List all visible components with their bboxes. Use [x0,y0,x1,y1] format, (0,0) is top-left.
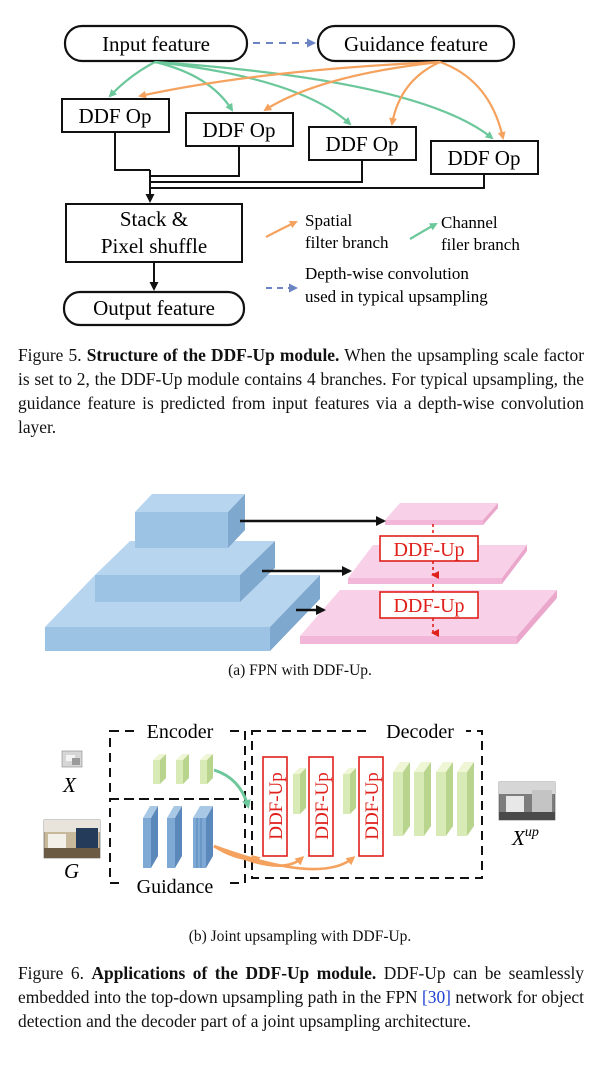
decoder-region [251,730,483,879]
figure-6-label: Figure 6. [18,963,84,983]
output-feature-box [62,290,246,327]
ddf-op-label-1: DDF Op [79,104,152,128]
legend-channel-arrow [409,223,438,240]
figure-6-title: Applications of the DDF-Up module. [91,963,377,983]
legend-spatial-line1: Spatial [305,211,352,230]
guidance-rgb-image-g [43,819,101,859]
figure-5-caption: Figure 5. Structure of the DDF-Up module… [18,343,584,439]
label-g: G [64,859,79,883]
ddf-op-label-2: DDF Op [203,118,276,142]
stack-label-line2: Pixel shuffle [101,234,207,258]
input-feature-label: Input feature [102,32,210,56]
fpn-ddf-up-box-1 [379,535,479,562]
ddf-op-label-4: DDF Op [448,146,521,170]
joint-ddf-up-label-1: DDF-Up [266,772,287,840]
joint-ddf-up-label-3: DDF-Up [362,772,383,840]
guidance-feature-label: Guidance feature [344,32,488,56]
figure-6-caption: Figure 6. Applications of the DDF-Up mod… [18,961,584,1033]
ddf-op-box-4 [430,140,539,175]
encoder-label: Encoder [147,721,214,743]
figure-6-body-2: network for object detection and the dec… [18,987,584,1031]
stack-label-line1: Stack & [120,207,188,231]
guidance-to-ddf-arrow-3 [213,844,356,871]
guidance-feature-blocks [143,806,213,868]
joint-ddf-up-box-2 [308,756,334,857]
legend-depthwise-line2: used in typical upsampling [305,287,488,306]
legend-spatial-arrow [265,220,298,238]
guidance-label: Guidance [137,876,214,898]
fpn-ddf-up-label-2: DDF-Up [393,595,464,617]
output-feature-label: Output feature [93,296,215,320]
decoder-feature-blocks [293,762,474,836]
citation-link-30[interactable]: [30] [421,987,451,1007]
decoder-ddf-up-blocks: DDF-Up DDF-Up DDF-Up [262,756,384,857]
fpn-backbone-pyramid [45,494,320,651]
ddf-op-box-1 [61,98,170,133]
figure-6-body-1: DDF-Up can be seamlessly embedded into t… [18,963,584,1007]
joint-ddf-up-box-3 [358,756,384,857]
fpn-ddf-up-label-1: DDF-Up [393,539,464,561]
decoder-label: Decoder [386,721,454,743]
fpn-output-pyramid [300,503,557,644]
figure-5-diagram: Input feature Guidance feature DDF Op DD… [61,24,539,327]
figure-5-title: Structure of the DDF-Up module. [86,345,340,365]
joint-ddf-up-box-1 [262,756,288,857]
label-xup: Xup [511,825,539,850]
stack-pixel-shuffle-box [65,203,243,263]
guidance-feature-box [316,24,516,63]
input-depth-image-x [61,750,83,768]
legend-spatial-line2: filter branch [305,233,389,252]
label-x: X [62,773,77,797]
ddf-op-box-3 [308,126,417,161]
fpn-ddf-up-box-2 [379,591,479,619]
encoder-to-decoder-arrow [213,768,251,809]
figure-6a-fpn-diagram: DDF-Up DDF-Up [45,494,557,651]
joint-ddf-up-label-2: DDF-Up [312,772,333,840]
output-image-xup [498,781,556,821]
branch-merge-lines [114,132,485,203]
figure-5-label: Figure 5. [18,345,82,365]
guidance-to-ddf-arrow-2 [213,844,305,867]
figure-6b-subcaption: (b) Joint upsampling with DDF-Up. [188,928,412,945]
legend-depthwise-line1: Depth-wise convolution [305,264,469,283]
channel-filter-branches [108,60,494,140]
figure-6b-joint-upsampling-diagram: X G Xup Encoder Guidance Decoder [43,721,556,898]
spatial-filter-branches [138,60,506,140]
encoder-feature-blocks [153,754,213,784]
legend-channel-line1: Channel [441,213,498,232]
figure-5-body: When the upsampling scale factor is set … [18,345,584,437]
legend-channel-line2: filer branch [441,235,520,254]
figure-6a-subcaption: (a) FPN with DDF-Up. [228,662,372,679]
ddf-op-label-3: DDF Op [326,132,399,156]
